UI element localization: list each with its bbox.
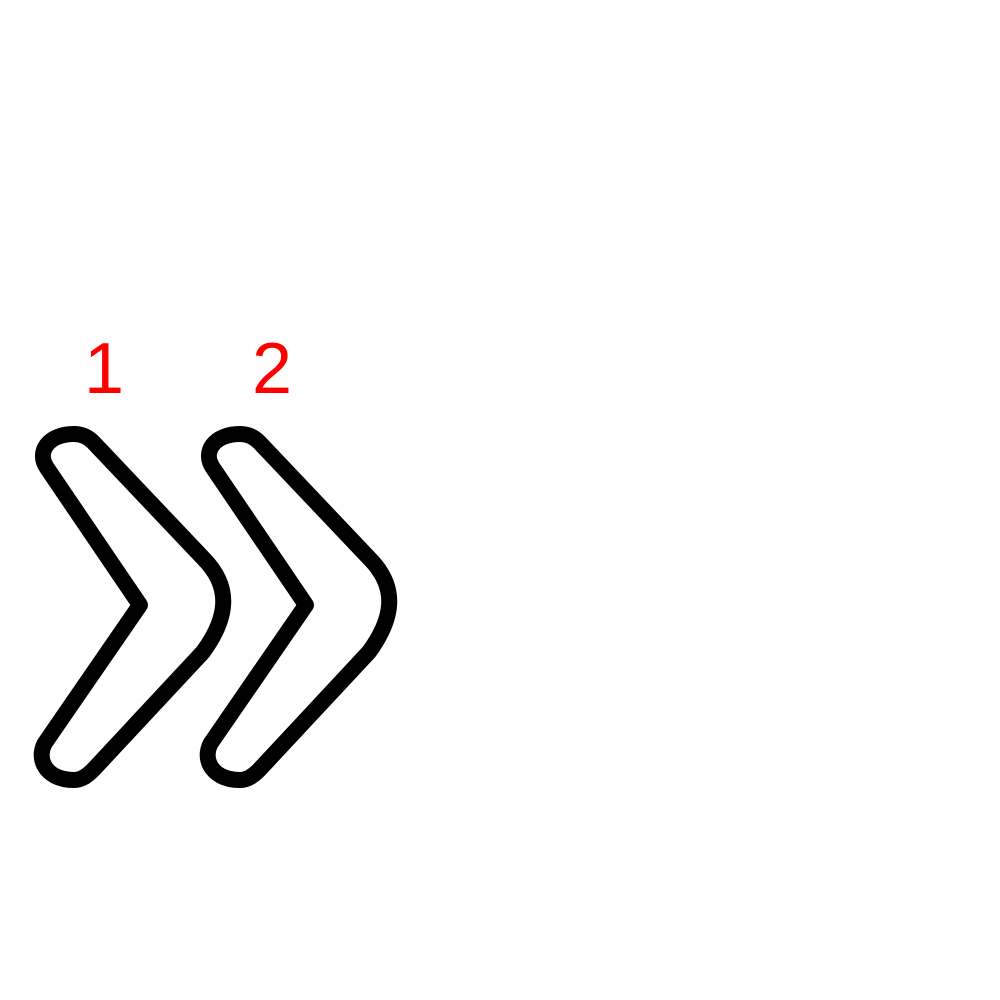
chevron-2-outline [199, 426, 398, 788]
chevron-shape-2 [199, 426, 398, 788]
shape-label-2: 2 [252, 329, 292, 409]
chevron-shape-1 [33, 426, 232, 788]
chevron-1-outline [33, 426, 232, 788]
shape-label-1: 1 [84, 329, 124, 409]
